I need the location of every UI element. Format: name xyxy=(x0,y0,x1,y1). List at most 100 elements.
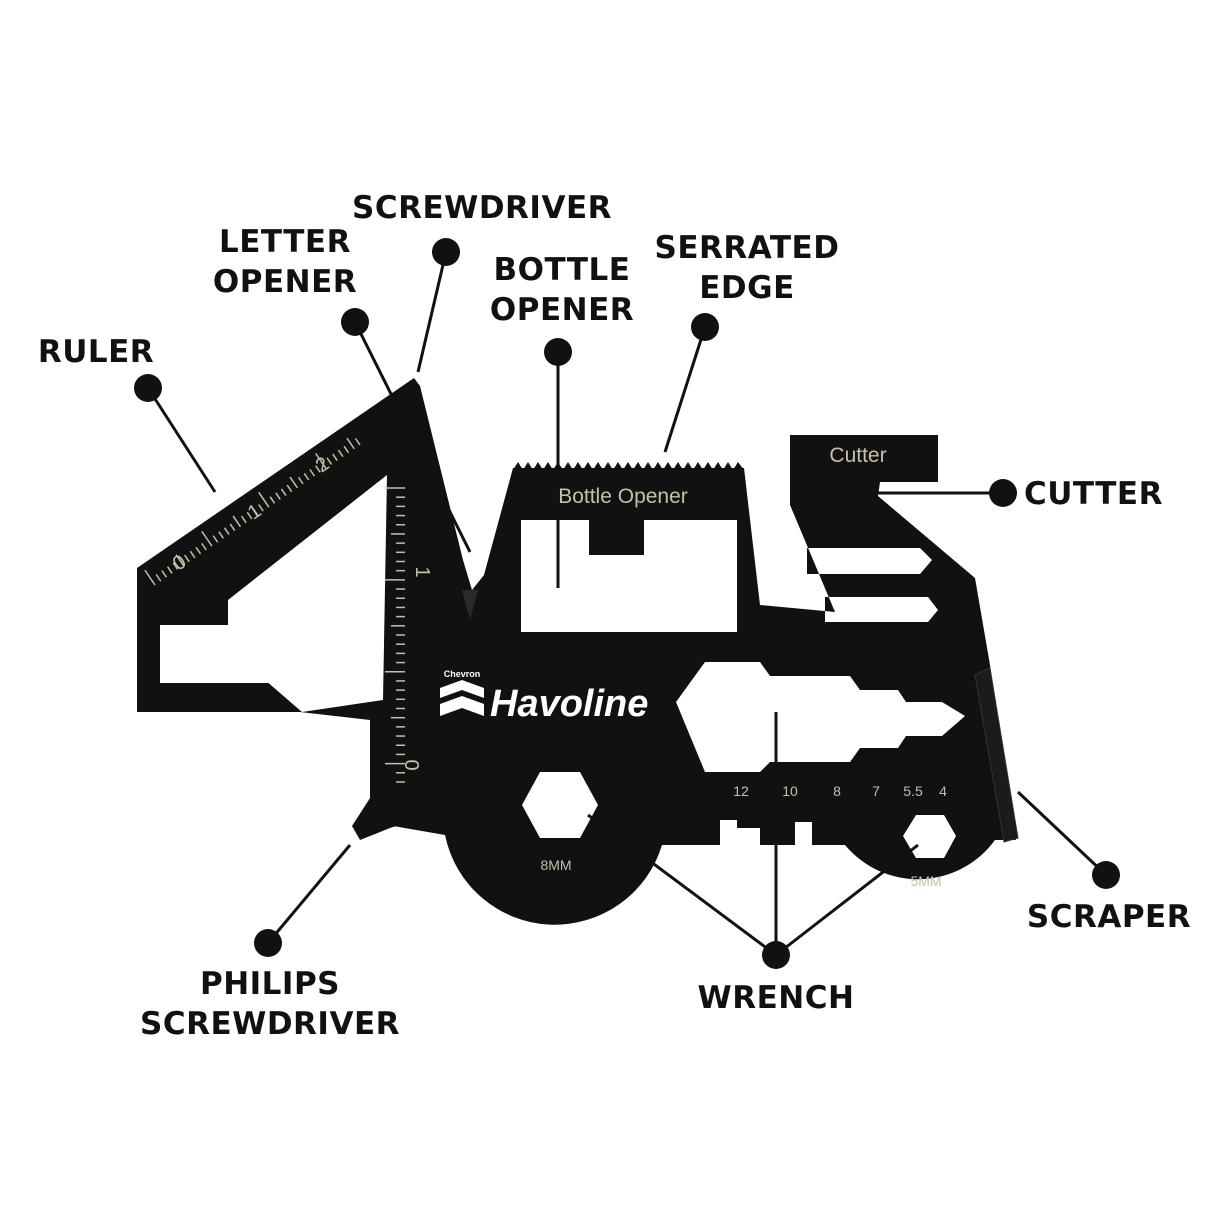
ruler-tick xyxy=(212,535,219,543)
chevron-logo-icon xyxy=(440,680,484,716)
ruler-tick xyxy=(275,492,281,500)
ruler-triangle-cutout xyxy=(228,475,387,712)
callout-ruler: RULER xyxy=(36,332,156,372)
ruler-tick xyxy=(166,566,173,574)
engraving-bottle-opener: Bottle Opener xyxy=(558,485,688,508)
ruler-vertical-numbers: 1 0 xyxy=(400,566,433,770)
ruler-tick xyxy=(326,457,333,465)
philips-screwdriver-tip xyxy=(352,795,408,840)
ruler-tick xyxy=(223,527,230,535)
ruler-tick xyxy=(343,445,350,454)
callout-dot xyxy=(134,374,162,402)
callout-letter-opener: LETTER OPENER xyxy=(200,222,370,302)
callout-line: PHILIPS xyxy=(199,966,341,1002)
callout-screwdriver: SCREWDRIVER xyxy=(352,188,612,228)
ruler-tick xyxy=(201,530,213,547)
callout-scraper: SCRAPER xyxy=(1020,897,1198,937)
leader-scraper xyxy=(1016,790,1108,877)
logo-brand: Havoline xyxy=(490,683,648,725)
callout-dot xyxy=(1092,861,1120,889)
wrench-size-labels: 12 10 8 7 5.5 4 xyxy=(733,783,947,799)
callout-dot xyxy=(432,238,460,266)
callout-line: SCREWDRIVER xyxy=(140,1006,400,1042)
callout-line: EDGE xyxy=(699,270,795,306)
ruler-tick xyxy=(332,453,338,461)
leader-serrated-edge xyxy=(663,326,707,453)
callout-leaders xyxy=(146,251,1108,957)
ruler-tick xyxy=(286,484,293,493)
ruler-tick xyxy=(258,504,264,512)
engraving-hex-5mm: 5MM xyxy=(910,873,941,889)
callout-dot xyxy=(544,338,572,366)
ruler-tick xyxy=(161,570,168,578)
wrench-size-label: 12 xyxy=(733,783,749,799)
ruler-tick xyxy=(303,472,310,481)
leader-wrench-hex-small xyxy=(775,843,919,957)
leader-screwdriver xyxy=(416,251,448,373)
bottle-opener-tab xyxy=(589,520,644,555)
leader-ruler xyxy=(146,387,217,493)
engraving-cutter: Cutter xyxy=(829,444,886,467)
engraving-hex-8mm: 8MM xyxy=(540,857,571,873)
wrench-size-label: 10 xyxy=(782,783,798,799)
ruler-tick xyxy=(189,550,196,559)
ruler-number: 1 xyxy=(411,566,433,577)
ruler-vertical-ticks xyxy=(385,487,405,783)
callout-line: OPENER xyxy=(212,264,358,300)
callout-philips-screwdriver: PHILIPS SCREWDRIVER xyxy=(140,964,400,1044)
tool-body xyxy=(137,378,1019,925)
scraper-blade xyxy=(974,667,1019,843)
wrench-size-label: 4 xyxy=(939,783,947,799)
ruler-tick xyxy=(280,488,287,496)
callout-dot xyxy=(254,929,282,957)
ruler-tick xyxy=(354,437,361,446)
ruler-tick xyxy=(309,469,316,477)
callout-dot xyxy=(691,313,719,341)
ruler-tick xyxy=(229,523,236,531)
ruler-tick xyxy=(201,542,207,551)
ruler-tick xyxy=(346,437,355,450)
ruler-tick xyxy=(258,491,270,508)
callout-line: SCRAPER xyxy=(1026,899,1192,935)
wrench-size-label: 7 xyxy=(872,783,880,799)
ruler-tick xyxy=(195,546,202,555)
wrench-slots xyxy=(720,820,812,845)
callout-serrated-edge: SERRATED EDGE xyxy=(652,228,842,308)
havoline-logo: Chevron Havoline xyxy=(440,669,648,725)
callout-cutter: CUTTER xyxy=(1024,474,1162,514)
ruler-tick xyxy=(172,562,179,570)
wrench-size-label: 5.5 xyxy=(903,783,923,799)
ruler-tick xyxy=(175,554,185,566)
callout-line: WRENCH xyxy=(697,980,855,1016)
ruler-tick xyxy=(144,569,156,586)
callout-dot xyxy=(989,479,1017,507)
ruler-tick xyxy=(315,453,327,469)
ruler-diagonal-ticks xyxy=(144,437,361,586)
callout-dot xyxy=(762,941,790,969)
ruler-tick xyxy=(315,465,321,473)
ruler-tick xyxy=(218,531,224,539)
callout-line: RULER xyxy=(37,334,155,370)
ruler-tick xyxy=(246,511,253,520)
leader-philips-screwdriver xyxy=(266,844,352,944)
leader-letter-opener xyxy=(353,321,472,553)
ruler-tick xyxy=(297,476,304,485)
letter-opener-notch xyxy=(462,590,478,620)
leader-wrench-hex-large xyxy=(587,813,777,957)
ruler-tick xyxy=(155,574,162,582)
ruler-number: 0 xyxy=(400,759,422,770)
ruler-tick xyxy=(269,496,276,504)
ruler-tick xyxy=(184,554,190,563)
callout-wrench: WRENCH xyxy=(688,978,864,1018)
serrated-edge xyxy=(513,462,744,470)
ruler-tick xyxy=(240,515,247,524)
ruler-tick xyxy=(232,515,242,528)
callout-dot xyxy=(341,308,369,336)
callout-dots xyxy=(134,238,1120,969)
callout-line: SCREWDRIVER xyxy=(352,190,612,226)
callout-line: SERRATED xyxy=(654,230,840,266)
ruler-tick xyxy=(337,449,344,458)
callout-line: BOTTLE xyxy=(493,252,631,288)
logo-brand-small: Chevron xyxy=(444,669,481,679)
